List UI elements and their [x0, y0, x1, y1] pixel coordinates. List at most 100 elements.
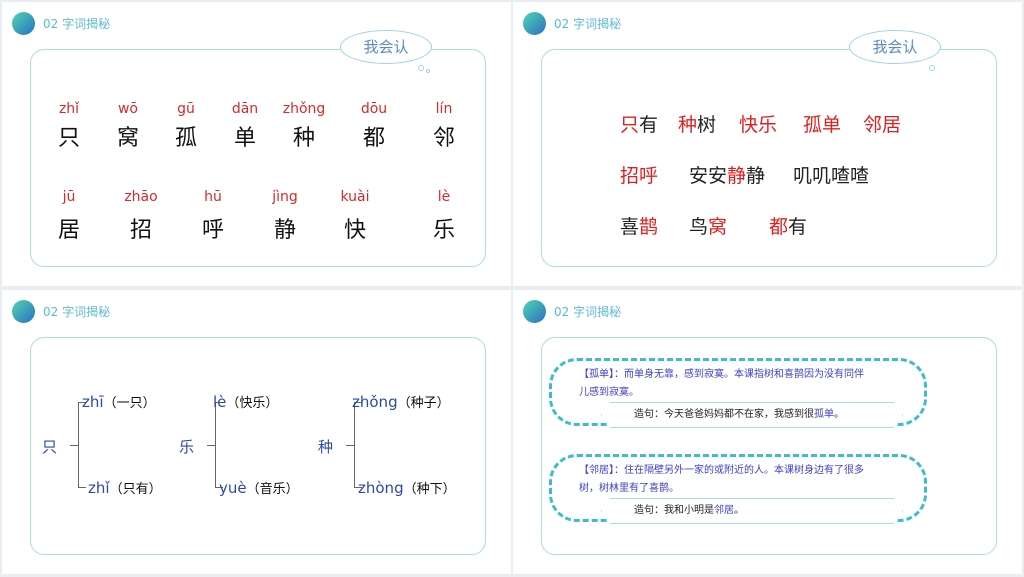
reading-top: lè（快乐）: [213, 392, 278, 411]
slide-header: 02 字词揭秘: [523, 300, 621, 323]
word-segment: 窝: [708, 216, 728, 238]
example-word: 孤单: [814, 409, 834, 420]
reading-bottom: zhǐ（只有）: [88, 478, 162, 497]
root-char: 乐: [179, 438, 195, 456]
example-end: 。: [734, 505, 744, 516]
content-card: [30, 49, 486, 267]
example-word: （快乐）: [226, 396, 279, 411]
hanzi: 只: [57, 126, 80, 151]
word: 鸟窝: [689, 212, 727, 239]
header-ball-icon: [523, 12, 546, 35]
word-segment: 树: [697, 114, 717, 136]
word-segment: 只: [620, 114, 640, 136]
reading-top: zhǒng（种子）: [352, 392, 450, 411]
hanzi: 招: [129, 218, 152, 243]
term: 【孤单】: [579, 369, 614, 380]
hanzi: 都: [362, 126, 385, 151]
word: 招呼: [620, 161, 658, 188]
pinyin: wō: [117, 101, 138, 117]
cloud-label: 我会认: [340, 30, 432, 64]
word-segment: 有: [639, 114, 659, 136]
word-segment: 招呼: [620, 165, 659, 187]
definition-text: 【孤单】：而单身无靠，感到寂寞。本课指树和喜鹊因为没有同伴儿感到寂寞。: [579, 366, 869, 402]
word-segment: 安安: [689, 165, 728, 187]
pinyin: zhǐ: [58, 101, 80, 117]
hanzi: 邻: [432, 126, 455, 151]
word-segment: 鹊: [639, 216, 659, 238]
term: 【邻居】: [579, 465, 614, 476]
header-title: 02 字词揭秘: [43, 305, 111, 319]
example-word: （种子）: [397, 396, 450, 411]
word-segment: 鸟: [689, 216, 709, 238]
pinyin: zhǒng: [282, 101, 326, 117]
slide-words: 02 字词揭秘 我会认 只有种树快乐孤单邻居招呼安安静静叽叽喳喳喜鹊鸟窝都有: [513, 2, 1022, 286]
example-label: 造句：今天爸爸妈妈都不在家，我感到很: [634, 409, 814, 420]
word: 叽叽喳喳: [793, 161, 869, 188]
word-segment: 叽叽喳喳: [793, 165, 870, 187]
example-word: （只有）: [109, 482, 162, 497]
bracket-line: [354, 402, 362, 488]
content-card: [541, 337, 997, 555]
bracket-line: [207, 445, 215, 446]
pinyin: zhǒng: [352, 393, 398, 411]
example-word: （音乐）: [246, 482, 299, 497]
root-char: 种: [318, 438, 334, 456]
example-word: 邻居: [714, 505, 734, 516]
example-sentence: 造句：我和小明是邻居。: [601, 498, 903, 524]
bracket-line: [70, 445, 78, 446]
pinyin: hū: [204, 189, 222, 205]
header-ball-icon: [12, 300, 35, 323]
reading-bottom: yuè（音乐）: [219, 478, 299, 497]
hanzi: 孤: [174, 126, 197, 151]
word: 安安静静: [689, 161, 765, 188]
hanzi: 窝: [116, 126, 139, 151]
word-segment: 种: [678, 114, 698, 136]
definition: ：而单身无靠，感到寂寞。本课指树和喜鹊因为没有同伴儿感到寂寞。: [579, 369, 864, 398]
word: 孤单: [803, 110, 841, 137]
hanzi: 种: [292, 126, 315, 151]
bracket-line: [78, 402, 86, 488]
example-end: 。: [834, 409, 844, 420]
word: 都有: [769, 212, 807, 239]
content-card: [30, 337, 486, 555]
header-ball-icon: [523, 300, 546, 323]
bracket-line: [346, 445, 354, 446]
word-segment: 邻居: [863, 114, 902, 136]
word: 邻居: [863, 110, 901, 137]
content-card: [541, 49, 997, 267]
word: 只有: [620, 110, 658, 137]
root-char: 只: [42, 438, 58, 456]
definition: ：住在隔壁另外一家的或附近的人。本课树身边有了很多树，树林里有了喜鹊。: [579, 465, 864, 494]
pinyin: jū: [62, 189, 76, 205]
word-segment: 快乐: [739, 114, 778, 136]
pinyin: zhāo: [124, 189, 158, 205]
slide-polyphones: 02 字词揭秘 只 zhī（一只） zhǐ（只有） 乐 lè（快乐） yuè（音乐） 种 zh…: [2, 290, 511, 574]
pinyin: gū: [177, 101, 195, 117]
bracket-line: [215, 402, 223, 488]
definition-text: 【邻居】：住在隔壁另外一家的或附近的人。本课树身边有了很多树，树林里有了喜鹊。: [579, 462, 869, 498]
hanzi: 乐: [432, 218, 455, 243]
pinyin: zhī: [82, 393, 104, 411]
example-word: （一只）: [103, 396, 156, 411]
word: 种树: [678, 110, 716, 137]
pinyin: lè: [213, 393, 227, 411]
example-sentence: 造句：今天爸爸妈妈都不在家，我感到很孤单。: [601, 402, 903, 428]
pinyin: kuài: [340, 189, 370, 205]
word-segment: 有: [788, 216, 808, 238]
pinyin: zhǐ: [88, 479, 110, 497]
word-segment: 静: [746, 165, 766, 187]
cloud-bubble-icon: [426, 69, 430, 73]
pinyin: yuè: [219, 479, 247, 497]
word-segment: 静: [727, 165, 747, 187]
word-segment: 都: [769, 216, 789, 238]
cloud-label: 我会认: [849, 30, 941, 64]
cloud-bubble-icon: [418, 65, 424, 71]
example-word: （种下）: [403, 482, 456, 497]
pinyin: zhòng: [358, 479, 404, 497]
hanzi: 单: [233, 126, 256, 151]
pinyin: dān: [231, 101, 259, 117]
pinyin: lín: [435, 101, 453, 117]
hanzi: 快: [343, 218, 366, 243]
slide-definitions: 02 字词揭秘 【孤单】：而单身无靠，感到寂寞。本课指树和喜鹊因为没有同伴儿感到…: [513, 290, 1022, 574]
